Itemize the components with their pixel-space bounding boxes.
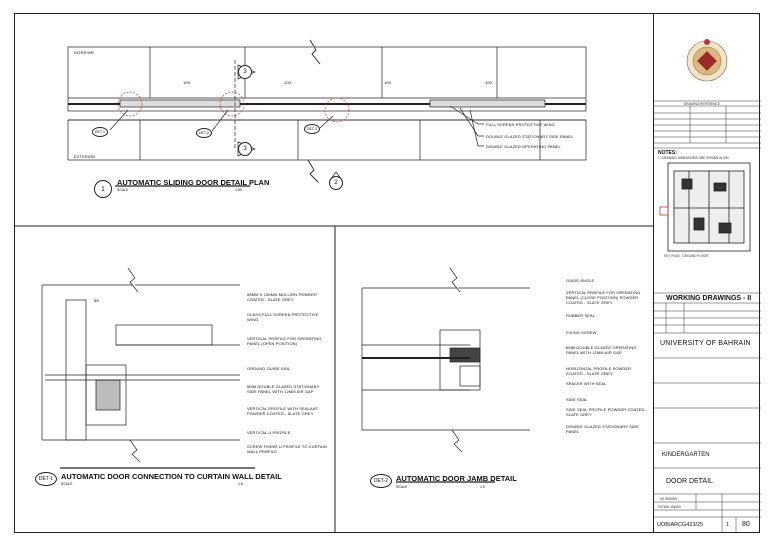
plan-callout: DOUBLE GLAZED OPERATING PANEL — [486, 144, 561, 149]
det1-title: AUTOMATIC DOOR CONNECTION TO CURTAIN WAL… — [61, 472, 282, 481]
det2-note: GUIDE ANGLE — [566, 278, 595, 283]
section-mark-label: 2 — [334, 180, 338, 186]
plan-dim: 100 — [183, 80, 190, 85]
det1-note: 50MM X 150MM MULLION POWDER COATED - SLA… — [247, 292, 318, 302]
sheet-title: WORKING DRAWINGS - II — [666, 295, 752, 302]
plan-title-number: 1 — [94, 180, 112, 198]
plan-title: AUTOMATIC SLIDING DOOR DETAIL PLAN — [117, 178, 270, 187]
section-marker: 3 — [238, 65, 252, 79]
det-tag-bubble: DET-2 — [196, 128, 212, 138]
project-name: KINDERGARTEN — [662, 452, 710, 458]
section-mark-label: 3 — [243, 69, 247, 75]
title-block: DRAWING REFERENCE NOTES: 1. DRAWING DIME… — [653, 13, 761, 533]
university-name: UNIVERSITY OF BAHRAIN — [660, 340, 751, 347]
det1-note: VERTICAL PROFILE WITH SEALANT POWDER COA… — [247, 406, 319, 416]
section-marker: 2 — [329, 176, 343, 190]
det2-tag: DET-2 — [370, 474, 392, 488]
det1-dim: 50 — [94, 298, 99, 303]
sheet-number: 80 — [742, 521, 750, 528]
det2-note: RUBBER SEAL — [566, 313, 596, 318]
det1-note: VERTICAL U PROFILE — [247, 430, 291, 435]
det-tag-label: DET-1 — [95, 130, 105, 134]
det-tag-label: DET-3 — [307, 127, 317, 131]
student-name: FATIMA JAWAD — [658, 505, 681, 509]
scale-as-shown: AS SHOWN — [660, 497, 678, 501]
det2-note: DOUBLE GLAZED STATIONARY SIDE PANEL — [566, 424, 639, 434]
det2-scale-value: 1:5 — [480, 485, 485, 489]
sheet-border — [14, 13, 760, 533]
plan-dim: 100 — [284, 80, 291, 85]
det-tag-bubble: DET-3 — [304, 124, 320, 134]
det2-scale-label: SCALE — [396, 485, 408, 489]
key-plan-label: KEY PLAN - GROUND FLOOR — [664, 254, 709, 258]
drawing-name: DOOR DETAIL — [666, 478, 713, 485]
section-mark-label: 3 — [243, 146, 247, 152]
det-tag-bubble: DET-1 — [92, 127, 108, 137]
det2-title: AUTOMATIC DOOR JAMB DETAIL — [396, 474, 517, 483]
det1-note: GROUND GUIDE RAIL — [247, 366, 291, 371]
det2-note: SPACER WITH SEAL — [566, 381, 607, 386]
revision-number: 1 — [726, 522, 730, 528]
det2-note: SIDE SEAL PROFILE POWDER COATED - SLATE … — [566, 407, 648, 417]
det1-note: SCREW FIXING U PROFILE TO CURTAIN WALL P… — [247, 444, 327, 454]
det1-scale-value: 1:5 — [238, 482, 243, 486]
section-marker: 3 — [238, 142, 252, 156]
det2-tag-label: DET-2 — [373, 478, 389, 484]
det2-note: SIDE SEAL — [566, 397, 588, 402]
university-logo — [686, 39, 728, 82]
det2-note: FIXING SCREW — [566, 330, 597, 335]
plan-interior-label: INTERIOR — [74, 50, 94, 55]
plan-dim: 100 — [384, 80, 391, 85]
det1-tag-label: DET-1 — [38, 476, 54, 482]
plan-exterior-label: EXTERIOR — [74, 154, 96, 159]
plan-scale-value: 1:50 — [235, 188, 242, 192]
plan-scale-label: SCALE — [117, 188, 129, 192]
det1-note: 6MM DOUBLE GLAZED STATIONARY SIDE PANEL … — [247, 384, 320, 394]
plan-title-number-label: 1 — [101, 186, 105, 193]
det-tag-label: DET-2 — [199, 131, 209, 135]
notes-heading: NOTES: — [658, 150, 677, 156]
plan-callout: DOUBLE GLAZED STATIONARY SIDE PANEL — [486, 134, 574, 139]
det2-note: HORIZONTAL PROFILE POWDER COATED - SLATE… — [566, 366, 632, 376]
drawing-reference-label: DRAWING REFERENCE — [684, 102, 720, 106]
det1-tag: DET-1 — [35, 472, 57, 486]
notes-line-1: 1. DRAWING DIMENSIONS ARE SHOWN IN MM — [658, 156, 729, 160]
plan-dim: 100 — [485, 80, 492, 85]
det2-note: 6MM DOUBLE GLAZED OPERATING PANEL WITH 1… — [566, 345, 637, 355]
plan-callout: FULL SCREEN PROTECTIVE WING — [486, 122, 555, 127]
det1-scale-label: SCALE — [61, 482, 73, 486]
det2-note: VERTICAL PROFILE FOR OPERATING PANEL (CL… — [566, 290, 641, 305]
title-block-lines — [654, 39, 761, 533]
drawing-number: UOB/ARCG423/25 — [657, 522, 704, 528]
det1-note: VERTICAL PROFILE FOR OPERATING PANEL (OP… — [247, 336, 322, 346]
det1-note: GLASS FULL SCREEN PROTECTIVE WING — [247, 312, 319, 322]
